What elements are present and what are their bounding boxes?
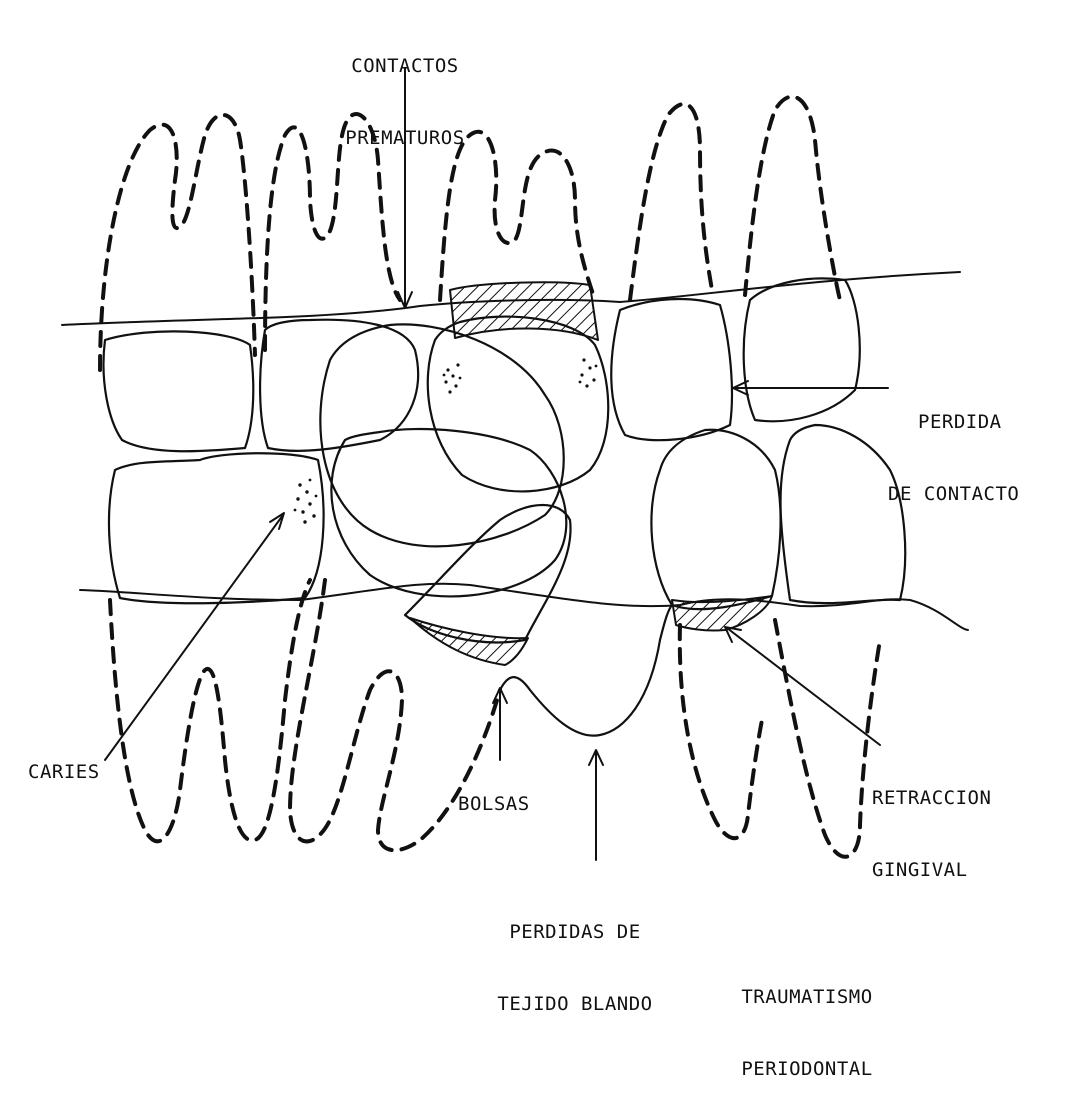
lower-gum-line bbox=[80, 584, 968, 630]
label-traumatismo-line1: TRAUMATISMO bbox=[712, 985, 902, 1009]
upper-crown-4 bbox=[611, 299, 732, 440]
label-traumatismo-periodontal: TRAUMATISMO PERIODONTAL bbox=[712, 937, 902, 1105]
label-perdidas-tejido-blando: PERDIDAS DE TEJIDO BLANDO bbox=[465, 872, 685, 1040]
label-perdidas-line2: TEJIDO BLANDO bbox=[465, 992, 685, 1016]
lower-crown-2-circle bbox=[331, 429, 566, 596]
label-perdida-de-contacto: PERDIDA DE CONTACTO bbox=[888, 362, 1019, 530]
label-perdida-line1: PERDIDA bbox=[888, 410, 1019, 434]
lower-crown-1 bbox=[109, 453, 324, 603]
lower-crown-5 bbox=[781, 425, 906, 603]
upper-crown-3-circle bbox=[428, 317, 608, 492]
hatch-gingival-retraction bbox=[672, 596, 772, 631]
hatch-lower-bolsa bbox=[410, 618, 528, 665]
soft-tissue-loss-curve bbox=[500, 605, 672, 736]
label-contactos-line2: PREMATUROS bbox=[325, 126, 485, 150]
label-traumatismo-line2: PERIODONTAL bbox=[712, 1057, 902, 1081]
arrow-retraccion bbox=[727, 628, 880, 745]
lower-crown-3 bbox=[405, 505, 571, 642]
caries-spot-2 bbox=[579, 358, 598, 387]
label-contactos-line1: CONTACTOS bbox=[325, 54, 485, 78]
lower-crown-4 bbox=[651, 430, 780, 609]
caries-spot-3 bbox=[294, 479, 318, 524]
upper-crown-1 bbox=[104, 331, 254, 451]
upper-crown-2 bbox=[260, 320, 418, 451]
label-retraccion-line2: GINGIVAL bbox=[872, 858, 991, 882]
label-retraccion-line1: RETRACCION bbox=[872, 786, 991, 810]
label-bolsas: BOLSAS bbox=[458, 792, 530, 816]
label-perdidas-line1: PERDIDAS DE bbox=[465, 920, 685, 944]
upper-crown-5 bbox=[744, 278, 860, 421]
hatch-upper-overlap bbox=[450, 282, 598, 340]
arrow-caries bbox=[105, 515, 283, 760]
label-retraccion-gingival: RETRACCION GINGIVAL bbox=[872, 738, 991, 906]
label-caries: CARIES bbox=[28, 760, 100, 784]
label-contactos-prematuros: CONTACTOS PREMATUROS bbox=[325, 6, 485, 174]
caries-spot-1 bbox=[443, 363, 462, 393]
label-perdida-line2: DE CONTACTO bbox=[888, 482, 1019, 506]
